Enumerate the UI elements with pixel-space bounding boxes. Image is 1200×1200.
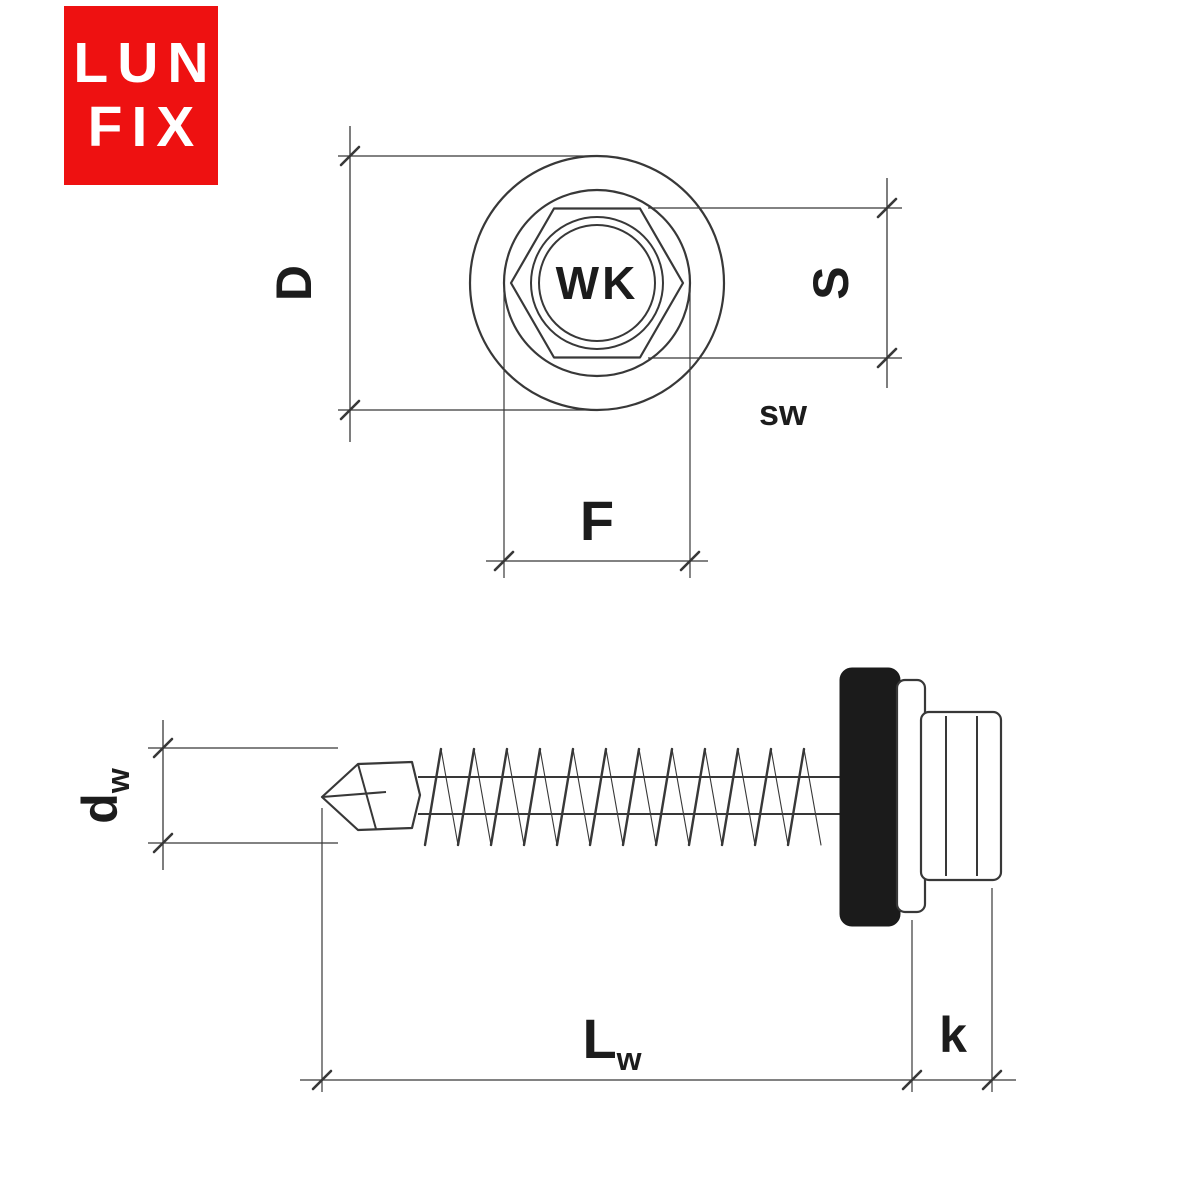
- dim-D-label: D: [266, 265, 322, 301]
- dim-dw-tick-bottom: [152, 832, 174, 854]
- dim-F-tick-right: [679, 550, 701, 572]
- dim-dw-label: dw: [72, 768, 136, 824]
- dim-S-tick-top: [876, 197, 898, 219]
- head-marking-text: WK: [556, 257, 639, 309]
- dim-dw-tick-top: [152, 737, 174, 759]
- dim-Lw-k: Lw k: [300, 808, 1016, 1092]
- screw-side-view: [320, 667, 1003, 927]
- dim-S-label: S: [803, 266, 859, 299]
- logo-line2: FIX: [87, 94, 204, 159]
- dim-Lw-tick-right: [901, 1069, 923, 1091]
- dim-Lw-tick-left: [311, 1069, 333, 1091]
- logo-line1: LUN: [73, 30, 218, 95]
- brand-logo: LUN FIX: [64, 6, 218, 185]
- dim-S: S sw: [648, 178, 902, 433]
- dim-F-tick-left: [493, 550, 515, 572]
- hex-head-outline: [509, 207, 685, 359]
- head-flange-circle: [502, 188, 692, 378]
- dim-Lw-label: Lw: [582, 1007, 641, 1077]
- epdm-seal-washer: [839, 667, 901, 927]
- dim-Lw-label-main: L: [582, 1007, 616, 1070]
- dim-D-tick-top: [339, 145, 361, 167]
- sw-label: sw: [759, 392, 808, 433]
- hex-head-side: [919, 710, 1003, 882]
- dim-k-label: k: [939, 1007, 967, 1063]
- dim-S-tick-bottom: [876, 347, 898, 369]
- drill-chisel-edge: [321, 791, 387, 798]
- head-top-view: WK: [468, 154, 726, 412]
- dim-k-tick-right: [981, 1069, 1003, 1091]
- thread-lines: [423, 747, 822, 847]
- marking-ring-inner: [538, 224, 656, 342]
- dim-D: D: [266, 126, 600, 442]
- dim-dw-label-sub: w: [100, 768, 136, 794]
- dim-F: F: [486, 290, 708, 578]
- dim-dw: dw: [72, 720, 338, 870]
- drill-flute-line: [357, 763, 377, 830]
- dim-F-label: F: [580, 489, 614, 552]
- dim-dw-label-main: d: [72, 793, 128, 824]
- marking-ring-outer: [530, 216, 664, 350]
- dim-D-tick-bottom: [339, 399, 361, 421]
- dim-Lw-label-sub: w: [616, 1041, 642, 1077]
